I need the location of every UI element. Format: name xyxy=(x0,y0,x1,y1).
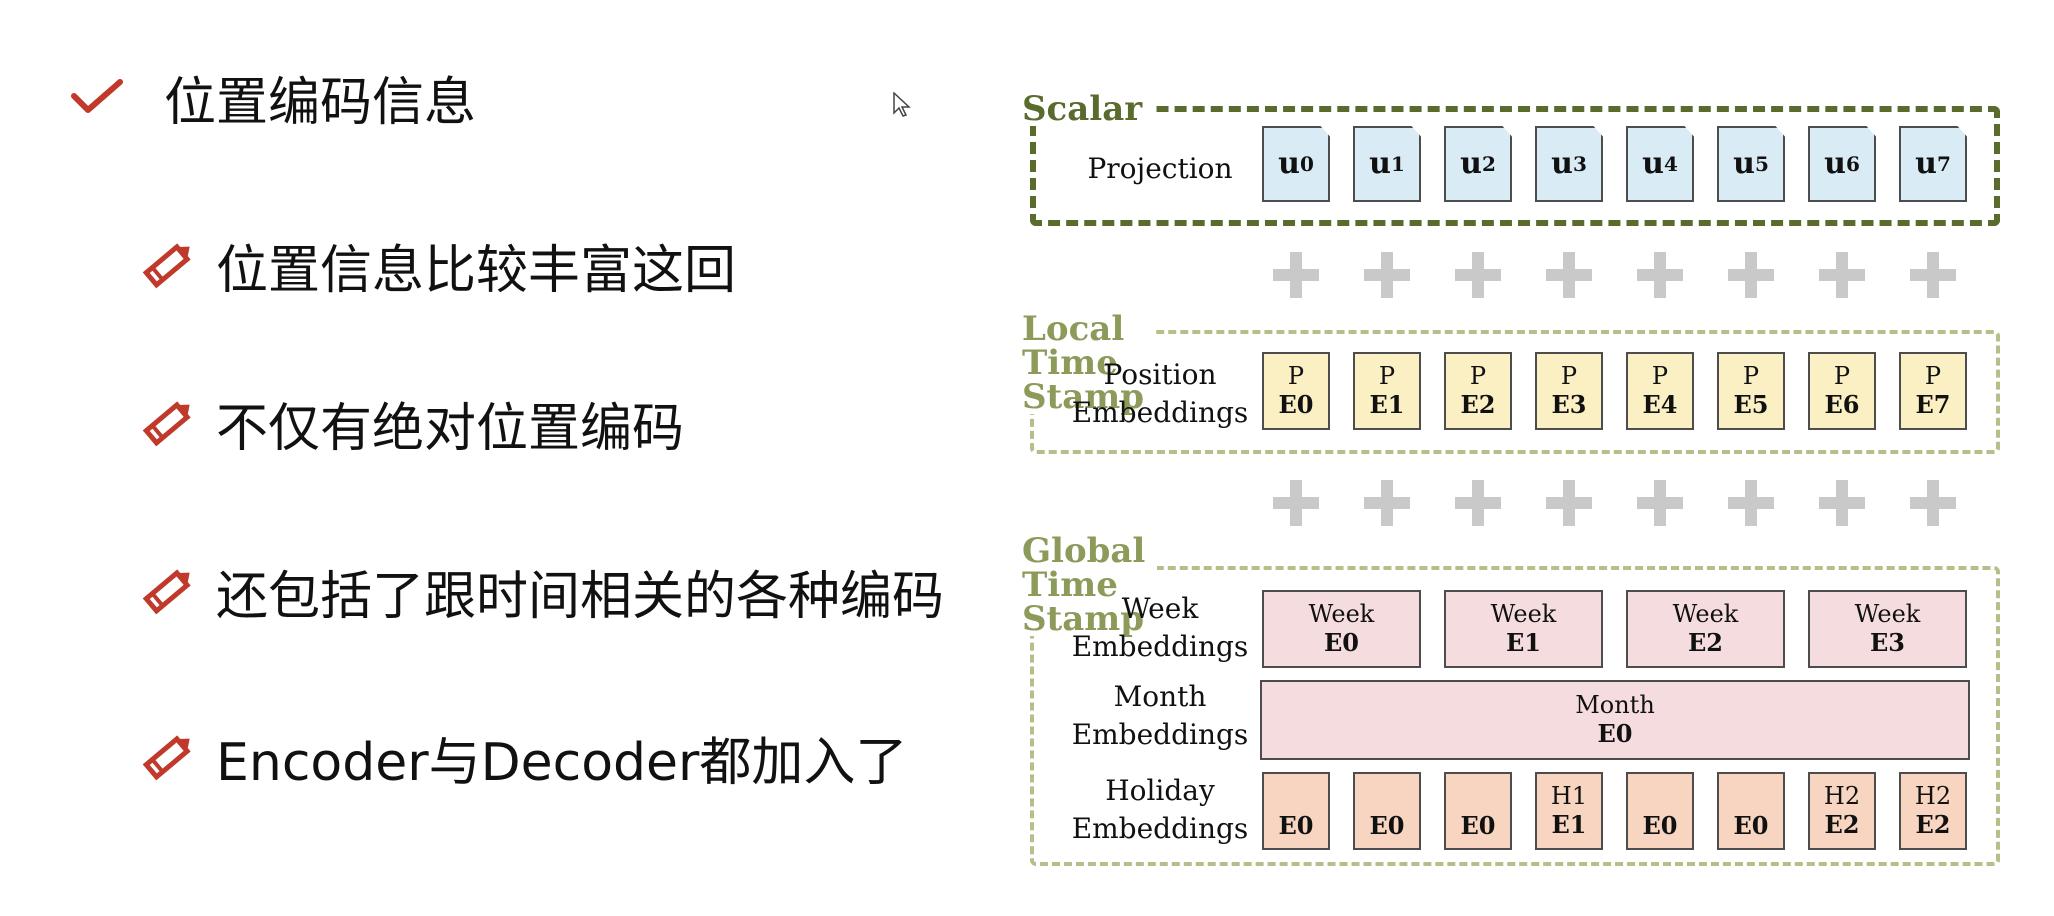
bullet-item: 不仅有绝对位置编码 xyxy=(140,386,684,461)
global-title: Global Time Stamp xyxy=(1018,534,1158,636)
global-group-box xyxy=(1030,566,2000,866)
plus-icon xyxy=(1817,250,1867,300)
holiday-embedding-cell: E0 xyxy=(1444,772,1512,850)
position-embeddings-label: Position Embeddings xyxy=(1071,358,1249,429)
plus-icon xyxy=(1271,478,1321,528)
holiday-embedding-cell: E0 xyxy=(1262,772,1330,850)
plus-icon xyxy=(1908,250,1958,300)
holiday-embedding-cell: E0 xyxy=(1717,772,1785,850)
bullet-text: 不仅有绝对位置编码 xyxy=(216,399,685,459)
month-embeddings-label: Month Embeddings xyxy=(1071,680,1249,751)
plus-icon xyxy=(1544,478,1594,528)
mouse-cursor-icon xyxy=(893,91,911,122)
plus-icon xyxy=(1908,478,1958,528)
pencil-icon xyxy=(140,238,198,294)
pencil-icon xyxy=(140,564,198,620)
bullet-text: 位置信息比较丰富这回 xyxy=(216,241,737,301)
plus-icon xyxy=(1453,478,1503,528)
plus-icon xyxy=(1726,250,1776,300)
bullet-item: Encoder与Decoder都加入了 xyxy=(140,720,907,795)
pencil-icon xyxy=(140,730,198,786)
plus-icon xyxy=(1453,250,1503,300)
scalar-title: Scalar xyxy=(1018,92,1153,126)
plus-icon xyxy=(1362,478,1412,528)
bullet-item: 位置信息比较丰富这回 xyxy=(140,228,736,303)
plus-icon xyxy=(1544,250,1594,300)
holiday-embeddings-label: Holiday Embeddings xyxy=(1071,774,1249,845)
projection-label: Projection xyxy=(1087,152,1233,185)
plus-icon xyxy=(1726,478,1776,528)
bullet-text: Encoder与Decoder都加入了 xyxy=(216,733,908,793)
pencil-icon xyxy=(140,396,198,452)
bullet-text: 还包括了跟时间相关的各种编码 xyxy=(216,567,945,627)
slide-title-text: 位置编码信息 xyxy=(164,73,477,133)
month-embedding-cell: Month E0 xyxy=(1260,680,1970,760)
holiday-embedding-cell: E0 xyxy=(1353,772,1421,850)
scalar-group-box xyxy=(1030,106,2000,226)
plus-icon xyxy=(1635,250,1685,300)
checkmark-icon xyxy=(70,76,124,120)
plus-icon xyxy=(1635,478,1685,528)
slide-title: 位置编码信息 xyxy=(70,60,476,135)
holiday-embedding-cell: E0 xyxy=(1626,772,1694,850)
plus-icon xyxy=(1362,250,1412,300)
plus-icon xyxy=(1271,250,1321,300)
bullet-item: 还包括了跟时间相关的各种编码 xyxy=(140,554,944,629)
plus-icon xyxy=(1817,478,1867,528)
week-embeddings-label: Week Embeddings xyxy=(1071,592,1249,663)
local-title: Local Time Stamp xyxy=(1018,312,1157,414)
